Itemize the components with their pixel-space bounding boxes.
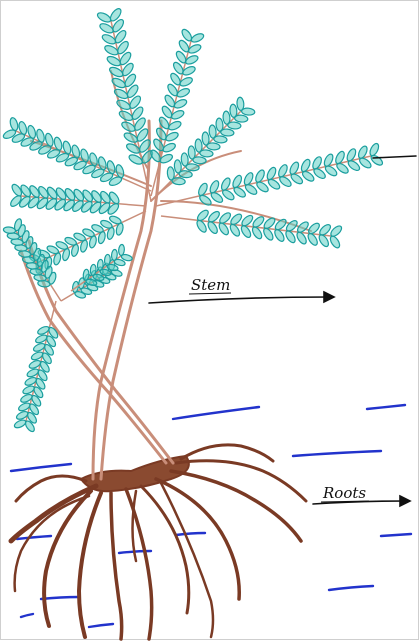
roots-arrowhead: [400, 496, 410, 506]
water-line: [89, 624, 113, 627]
leaflet: [221, 188, 236, 201]
stem-arrowhead: [324, 292, 334, 302]
leaflet: [232, 186, 247, 199]
stem-label: Stem: [191, 276, 230, 294]
leaflet: [210, 191, 225, 204]
leaflet: [312, 167, 327, 180]
leaflet: [278, 175, 293, 188]
leaflet: [9, 117, 19, 132]
leaflet: [347, 159, 362, 172]
leaflet: [200, 149, 214, 157]
water-line: [41, 597, 79, 599]
top-right-arrow: [373, 156, 416, 158]
root-strand: [126, 489, 152, 639]
leaflet: [368, 142, 380, 157]
roots: [11, 445, 306, 639]
leaflet: [244, 183, 259, 196]
water-line: [11, 464, 71, 471]
leaflet: [335, 162, 350, 175]
leaflet: [255, 180, 270, 193]
stem-arrow: [149, 297, 331, 303]
leaflet: [172, 177, 186, 185]
water-line: [329, 586, 373, 590]
leaflet: [190, 32, 205, 44]
leaflet: [214, 135, 228, 143]
leaflet: [329, 235, 342, 250]
leaflet: [324, 164, 339, 177]
leaflet: [241, 108, 255, 116]
water-line: [293, 451, 381, 456]
water-line: [176, 533, 205, 535]
leaflet: [227, 122, 241, 130]
leaflet: [13, 418, 27, 429]
leaflet: [193, 156, 207, 164]
water-line: [21, 614, 33, 617]
leaflet: [96, 11, 112, 24]
leaflet: [220, 129, 234, 137]
leaflet: [207, 142, 221, 150]
leaflet: [369, 154, 384, 167]
water-line: [367, 405, 405, 409]
roots-label: Roots: [322, 484, 366, 502]
root-strand: [79, 493, 101, 637]
leaflet: [289, 172, 304, 185]
root-strand: [181, 445, 273, 461]
leaflet: [234, 115, 248, 123]
leaflet: [358, 156, 373, 169]
leaf-clusters: [2, 7, 384, 433]
root-strand: [176, 461, 306, 501]
water-line: [381, 534, 411, 536]
root-strand: [141, 486, 189, 613]
water-line: [173, 407, 259, 419]
water-line: [17, 536, 51, 539]
leaflet: [301, 170, 316, 183]
leaflet: [267, 178, 282, 191]
stems: [21, 71, 311, 479]
root-strand: [111, 493, 122, 639]
leaflet: [186, 163, 200, 171]
